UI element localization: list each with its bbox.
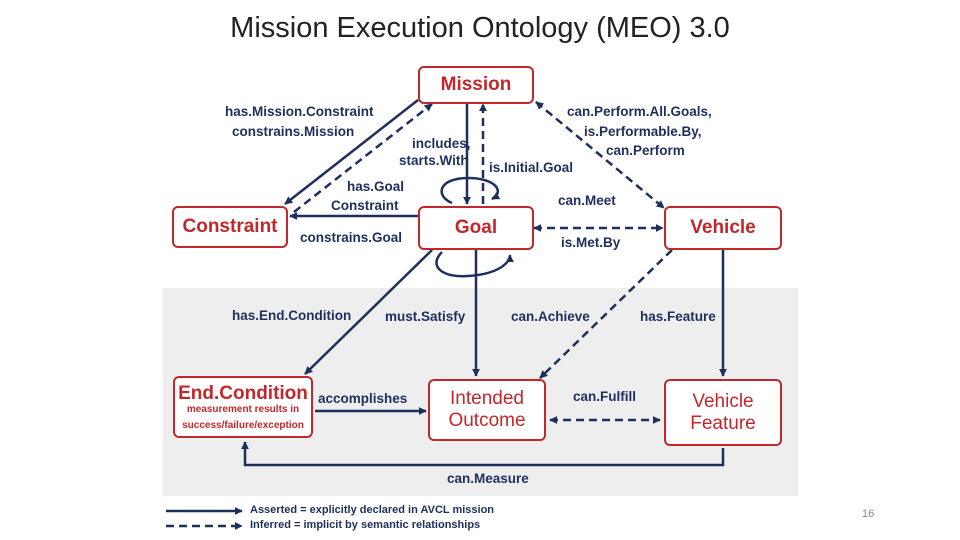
label-can-measure: can.Measure bbox=[447, 471, 529, 486]
node-mission: Mission bbox=[418, 66, 534, 104]
legend-inferred: Inferred = implicit by semantic relation… bbox=[250, 519, 481, 531]
node-intended-outcome: Intended Outcome bbox=[428, 379, 546, 441]
label-starts-with: starts.With bbox=[399, 153, 469, 168]
label-constrains-goal: constrains.Goal bbox=[300, 230, 403, 245]
label-can-meet: can.Meet bbox=[558, 193, 616, 208]
node-vehicle: Vehicle bbox=[664, 206, 782, 250]
label-constrains-mission: constrains.Mission bbox=[232, 124, 355, 139]
edge-has-mission-constraint bbox=[284, 99, 419, 205]
node-vehicle-feature-line1: Vehicle bbox=[692, 390, 754, 412]
label-must-satisfy: must.Satisfy bbox=[385, 309, 466, 324]
label-can-fulfill: can.Fulfill bbox=[573, 389, 637, 404]
label-can-perform: can.Perform bbox=[606, 143, 685, 158]
label-includes: includes, bbox=[412, 136, 471, 151]
node-vehicle-feature-line2: Feature bbox=[690, 412, 756, 434]
label-has-goal-line1: has.Goal bbox=[347, 179, 405, 194]
node-end-condition-sub2: success/failure/exception bbox=[182, 419, 304, 431]
edge-constrains-mission bbox=[293, 103, 433, 213]
label-has-end-condition: has.End.Condition bbox=[232, 308, 352, 323]
node-end-condition-sub1: measurement results in bbox=[186, 404, 300, 416]
node-end-condition-label: End.Condition bbox=[178, 382, 308, 404]
node-vehicle-label: Vehicle bbox=[690, 217, 756, 239]
edge-can-measure bbox=[241, 441, 725, 467]
goal-self-loop-bottom bbox=[435, 251, 514, 278]
node-constraint-label: Constraint bbox=[182, 216, 278, 238]
page-title: Mission Execution Ontology (MEO) 3.0 bbox=[230, 12, 730, 44]
node-constraint: Constraint bbox=[172, 206, 288, 248]
label-has-mission-constraint: has.Mission.Constraint bbox=[225, 104, 374, 119]
page-number: 16 bbox=[862, 508, 875, 520]
legend-asserted: Asserted = explicitly declared in AVCL m… bbox=[250, 504, 495, 516]
label-has-goal-line2: Constraint bbox=[331, 198, 399, 213]
edge-can-achieve bbox=[539, 249, 673, 379]
node-mission-label: Mission bbox=[440, 74, 512, 96]
label-can-achieve: can.Achieve bbox=[511, 309, 590, 324]
node-goal-label: Goal bbox=[454, 217, 498, 239]
node-goal: Goal bbox=[418, 206, 534, 250]
edge-can-perform-all-goals bbox=[535, 101, 665, 209]
label-is-met-by: is.Met.By bbox=[561, 235, 621, 250]
node-intended-outcome-line1: Intended bbox=[450, 388, 524, 410]
edge-has-end-condition bbox=[304, 249, 433, 375]
label-is-initial-goal: is.Initial.Goal bbox=[489, 160, 574, 175]
label-can-perform-all-goals: can.Perform.All.Goals, bbox=[567, 104, 712, 119]
node-intended-outcome-line2: Outcome bbox=[448, 410, 526, 431]
goal-self-loop-top bbox=[440, 176, 501, 205]
label-has-feature: has.Feature bbox=[640, 309, 716, 324]
label-is-performable-by: is.Performable.By, bbox=[584, 124, 702, 139]
node-end-condition: End.Condition measurement results in suc… bbox=[173, 376, 313, 438]
label-accomplishes: accomplishes bbox=[318, 391, 408, 406]
node-vehicle-feature: Vehicle Feature bbox=[664, 379, 782, 446]
